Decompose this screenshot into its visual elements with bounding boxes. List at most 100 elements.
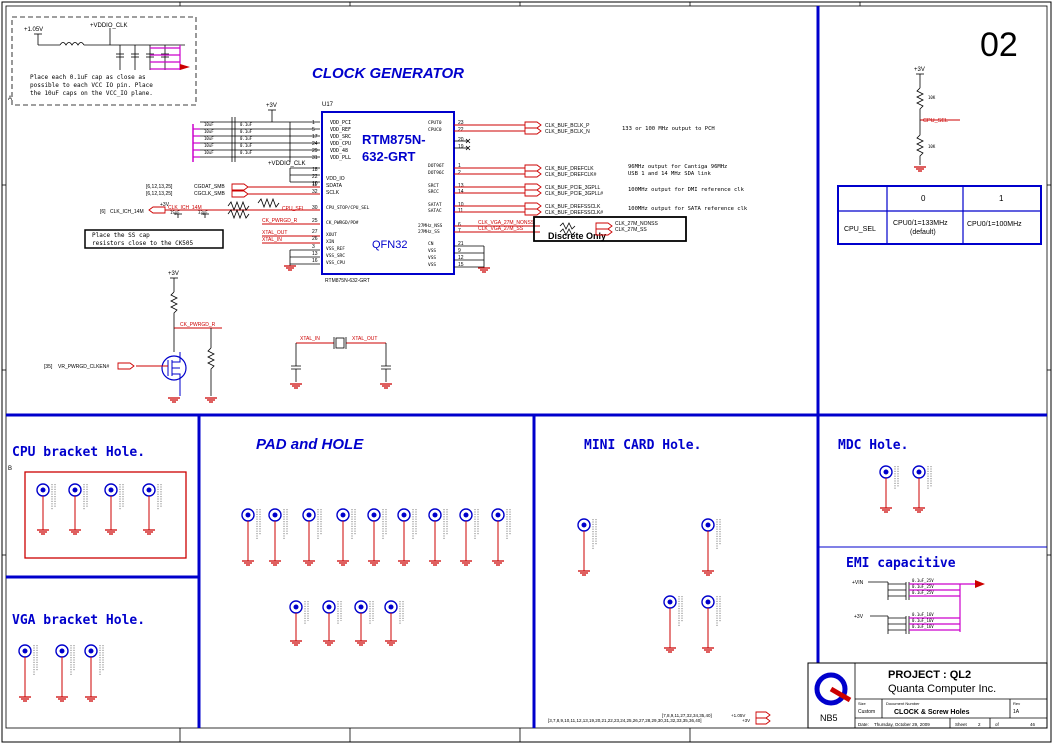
svg-text:17: 17	[312, 134, 318, 140]
xtal-in-net: XTAL_IN	[300, 336, 320, 342]
svg-text:10uF: 10uF	[204, 150, 214, 155]
svg-text:VSS_SRC: VSS_SRC	[326, 253, 345, 259]
decoupling-block: +1.05V +VDDIO_CLK Place each 0.1uF cap a…	[11, 16, 197, 106]
decoupling-note-3: the 10uF caps on the VCC_IO plane.	[30, 90, 153, 97]
svg-text:CPUC0: CPUC0	[428, 127, 442, 133]
svg-text:11: 11	[312, 182, 317, 188]
svg-text:13: 13	[312, 251, 318, 257]
svg-text:30: 30	[312, 205, 318, 211]
date-value: Thursday, October 29, 2009	[874, 722, 930, 727]
svg-text:DOT96C: DOT96C	[428, 170, 445, 176]
net-vga-ss: CLK_VGA_27M_SS	[478, 226, 524, 232]
screw-hole-icon	[701, 595, 721, 653]
svg-text:0.1uF_16V: 0.1uF_16V	[912, 624, 934, 629]
cpu-sel-table: 0 1 CPU_SEL CPU0/1=133MHz (default) CPU0…	[837, 185, 1042, 245]
svg-text:DOT96T: DOT96T	[428, 163, 445, 169]
pwrgd-ground-1	[168, 397, 180, 403]
size-label: Size	[858, 701, 867, 706]
svg-text:VDD_CPU: VDD_CPU	[330, 141, 351, 147]
vr-pwrgd-ref: [35]	[44, 364, 53, 370]
net-sata-n: CLK_BUF_DREFSSCLK#	[545, 210, 603, 216]
xtal-out-net: XTAL_OUT	[352, 336, 377, 342]
decoupling-note-2: possible to each VCC IO pin. Place	[30, 82, 153, 89]
svg-text:5: 5	[312, 127, 315, 133]
svg-text:VSS_CPU: VSS_CPU	[326, 260, 345, 266]
xtal-ground	[290, 383, 392, 389]
svg-text:0.1uF: 0.1uF	[240, 129, 253, 134]
svg-text:10: 10	[312, 181, 318, 187]
svg-text:7: 7	[458, 228, 461, 234]
vdd-bypass-caps	[200, 117, 320, 162]
screw-hole-icon	[84, 644, 104, 702]
chip-refdes: U17	[322, 102, 334, 108]
svg-text:16: 16	[312, 258, 318, 264]
v105-out-port	[755, 711, 771, 719]
cpu-sel-col0: 0	[921, 194, 926, 203]
decoupling-note-1: Place each 0.1uF cap as close as	[30, 74, 146, 81]
svg-text:27MHz_NSS: 27MHz_NSS	[418, 223, 443, 229]
svg-text:VSS: VSS	[428, 255, 436, 261]
svg-text:26: 26	[312, 236, 318, 242]
xtal-caps	[291, 365, 391, 382]
svg-text:SATAC: SATAC	[428, 208, 442, 214]
svg-text:18: 18	[312, 167, 318, 173]
screw-hole-icon	[577, 518, 597, 576]
clk-ich-port	[148, 206, 166, 214]
svg-text:VDD_SRC: VDD_SRC	[330, 134, 351, 140]
chip-part-line-1: RTM875N-	[362, 132, 426, 147]
svg-text:13: 13	[458, 183, 464, 189]
svg-text:SRCC: SRCC	[428, 189, 439, 195]
svg-text:CPU_STOP/CPU_SEL: CPU_STOP/CPU_SEL	[326, 205, 370, 211]
screw-hole-icon	[459, 508, 479, 566]
discrete-only-label: Discrete Only	[548, 231, 606, 241]
svg-text:CK_PWRGD/PD#: CK_PWRGD/PD#	[326, 220, 359, 226]
title-block: NB5 PROJECT : QL2 Quanta Computer Inc. S…	[807, 662, 1048, 729]
screw-hole-icon	[36, 483, 56, 535]
cpu-sel-net: CPU_SEL	[923, 118, 948, 124]
crystal	[335, 337, 345, 349]
net-v3-main: +3V	[266, 103, 277, 109]
27m-port-a	[595, 222, 613, 230]
ss-resistors-2	[227, 208, 250, 220]
note-dref-1: 96MHz output for Cantiga 96MHz	[628, 164, 727, 170]
note-pci-out: 133 or 100 MHz output to PCH	[622, 126, 715, 132]
logo-text: NB5	[820, 713, 838, 723]
screw-hole-icon	[384, 600, 404, 646]
cpu-sel-val1: CPU0/1=100MHz	[967, 221, 1022, 228]
27m-port-b	[595, 228, 613, 236]
net-pcie-n: CLK_BUF_PCIE_3GPLL#	[545, 191, 603, 197]
sel-ground	[914, 166, 926, 172]
svg-text:0.1uF_25V: 0.1uF_25V	[912, 578, 934, 583]
svg-text:VDD_48: VDD_48	[330, 148, 348, 154]
vdd-ground-taps	[193, 128, 200, 158]
svg-text:VDD_IO: VDD_IO	[326, 176, 345, 182]
cgclk-label: CGCLK_SMB	[194, 191, 226, 197]
svg-text:10uF: 10uF	[204, 122, 214, 127]
sheet-ref-2: [3,7,8,9,10,11,12,13,19,20,21,22,23,24,2…	[548, 718, 702, 723]
svg-text:21: 21	[458, 241, 464, 247]
output-notes: 133 or 100 MHz output to PCH 96MHz outpu…	[622, 126, 748, 212]
pwrgd-pulldown	[207, 347, 215, 396]
net-sata-p: CLK_BUF_DREFSSCLK	[545, 204, 601, 210]
net-27-ss: CLK_27M_SS	[615, 227, 647, 233]
svg-text:33pF: 33pF	[198, 210, 208, 215]
cpu-sel-val0-line1: CPU0/1=133MHz	[893, 220, 948, 227]
svg-text:32: 32	[312, 189, 318, 195]
screw-hole-icon	[268, 508, 288, 566]
svg-text:SRCT: SRCT	[428, 183, 439, 189]
svg-text:SATAT: SATAT	[428, 202, 442, 208]
cpu-sel-net-chip: CPU_SEL	[282, 206, 305, 212]
sel-pullup	[916, 87, 924, 120]
chip-left-pin-names-top: VDD_PCIVDD_REFVDD_SRCVDD_CPUVDD_48VDD_PL…	[330, 120, 351, 161]
screw-hole-icon	[354, 600, 374, 646]
svg-text:VDD_REF: VDD_REF	[330, 127, 351, 133]
cgdat-label: CGDAT_SMB	[194, 184, 225, 190]
svg-text:20: 20	[458, 137, 464, 143]
screw-hole-icon	[701, 518, 721, 576]
ss-note-line-2: resistors close to the CK505	[92, 240, 194, 247]
chip-ground-right	[478, 267, 490, 273]
svg-text:27: 27	[312, 229, 318, 235]
